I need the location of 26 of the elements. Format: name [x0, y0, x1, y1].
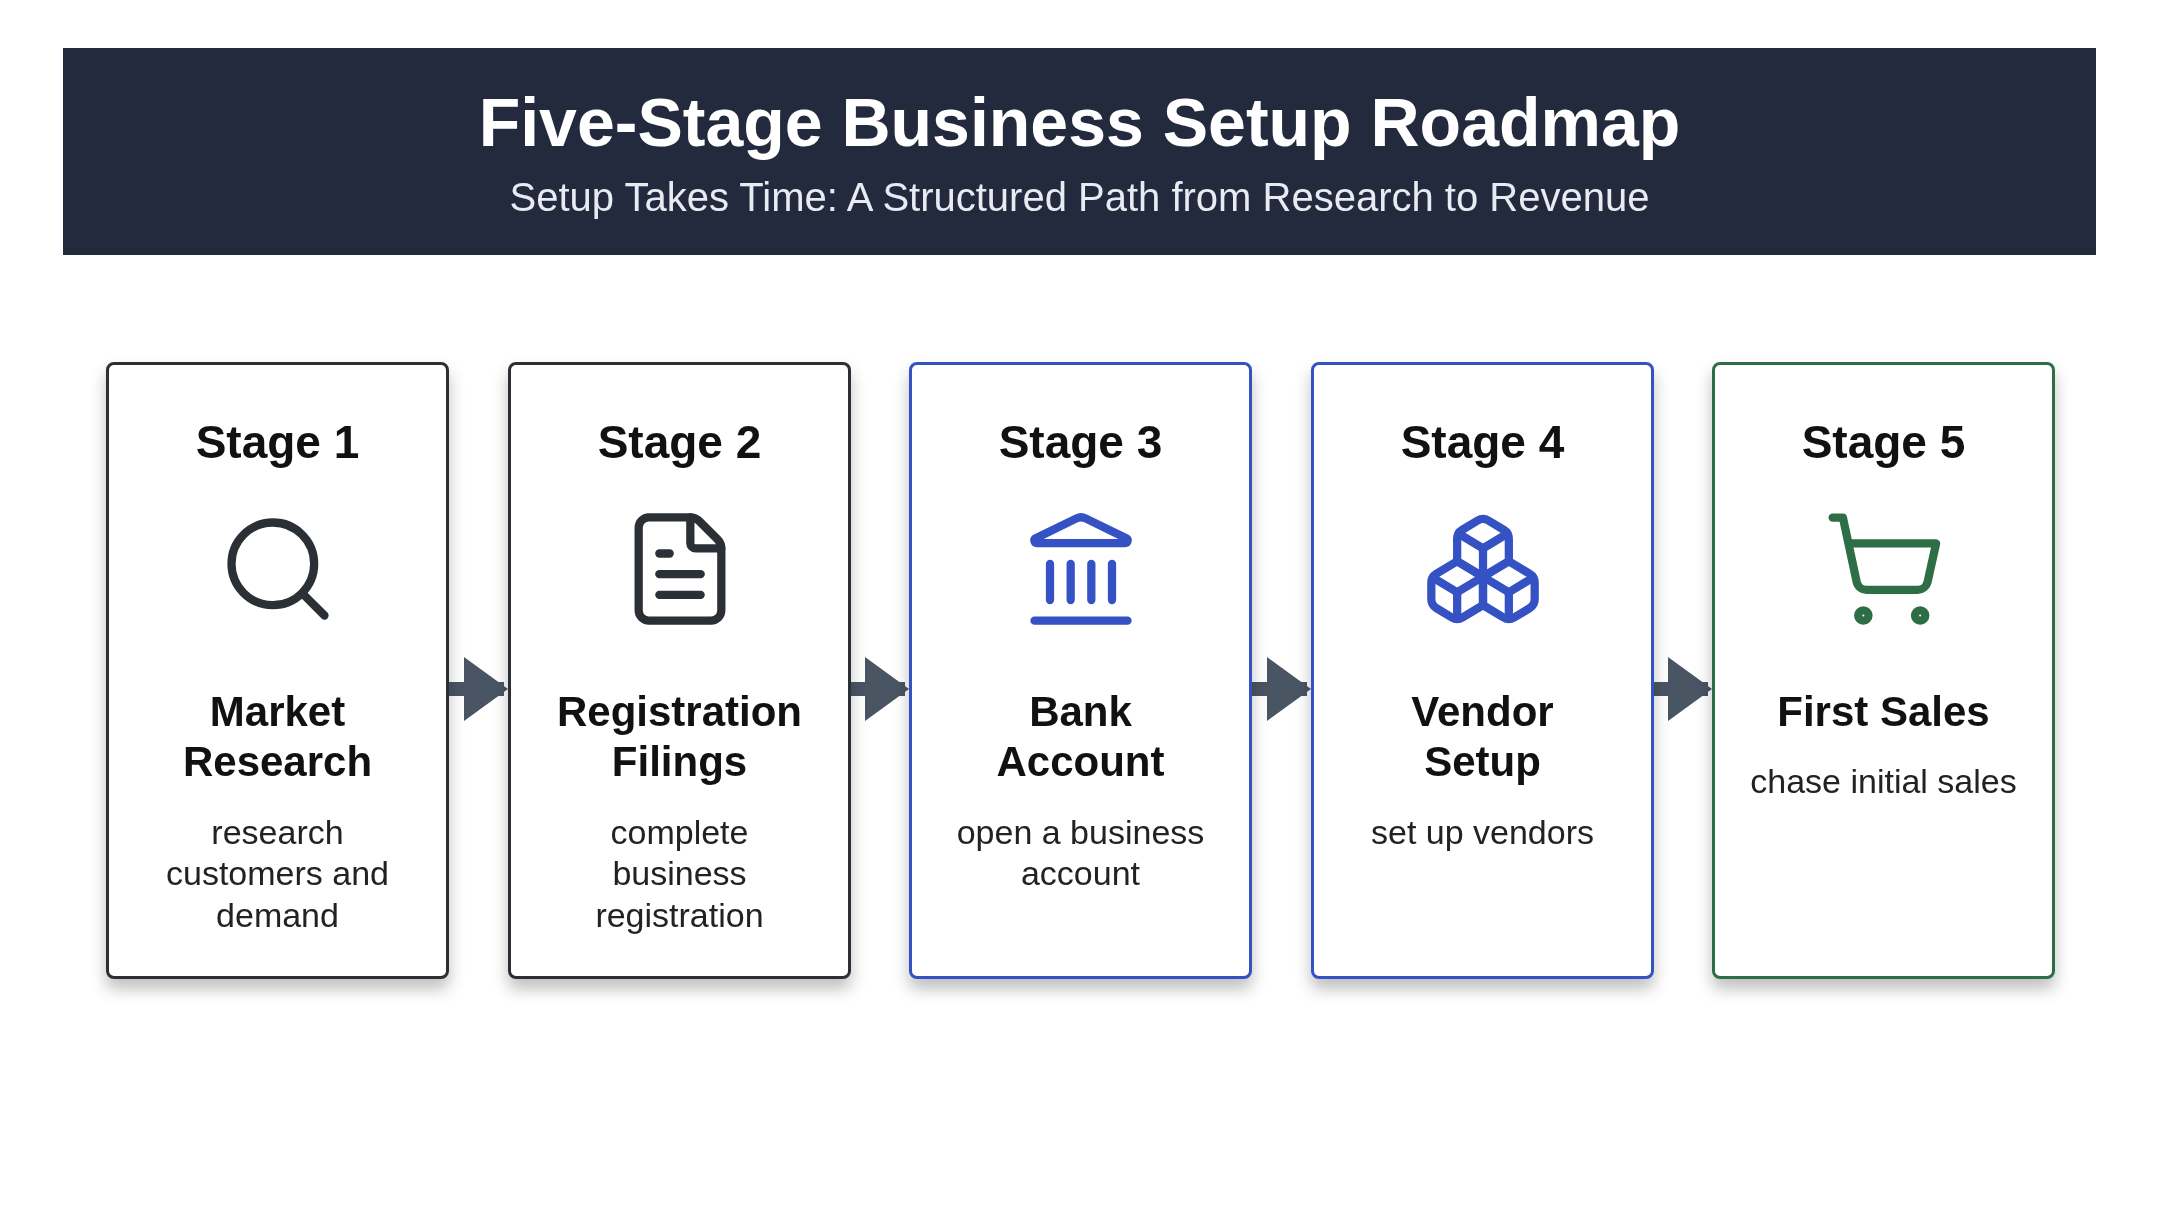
- stage-label: Stage 1: [195, 415, 360, 469]
- stage-card: [508, 362, 851, 979]
- stage-name: Market Research: [181, 687, 374, 788]
- arrow: [449, 657, 508, 721]
- stage-card: [106, 362, 449, 979]
- stage-description: set up vendors: [1371, 811, 1594, 853]
- stage-label: Stage 2: [597, 415, 762, 469]
- subtitle: Setup Takes Time: A Structured Path from Research to Revenue: [509, 175, 1650, 220]
- arrow: [1654, 657, 1712, 721]
- stage-name: Bank Account: [995, 687, 1166, 788]
- stage-card: [1712, 362, 2055, 979]
- stage-description: open a business account: [955, 811, 1206, 895]
- stage-description: research customers and demand: [165, 811, 390, 936]
- title: Five-Stage Business Setup Roadmap: [478, 83, 1681, 161]
- stage-description: chase initial sales: [1750, 761, 2017, 803]
- stage-label: Stage 5: [1801, 415, 1966, 469]
- stage-card: [1311, 362, 1654, 979]
- arrow: [1252, 657, 1311, 721]
- stage-description: complete business registration: [594, 811, 765, 936]
- stage-name: Vendor Setup: [1410, 687, 1555, 788]
- arrow: [851, 657, 909, 721]
- stage-name: First Sales: [1777, 687, 1990, 737]
- stage-card: [909, 362, 1252, 979]
- stage-label: Stage 3: [998, 415, 1163, 469]
- stage-name: Registration Filings: [556, 687, 803, 788]
- stage-label: Stage 4: [1400, 415, 1565, 469]
